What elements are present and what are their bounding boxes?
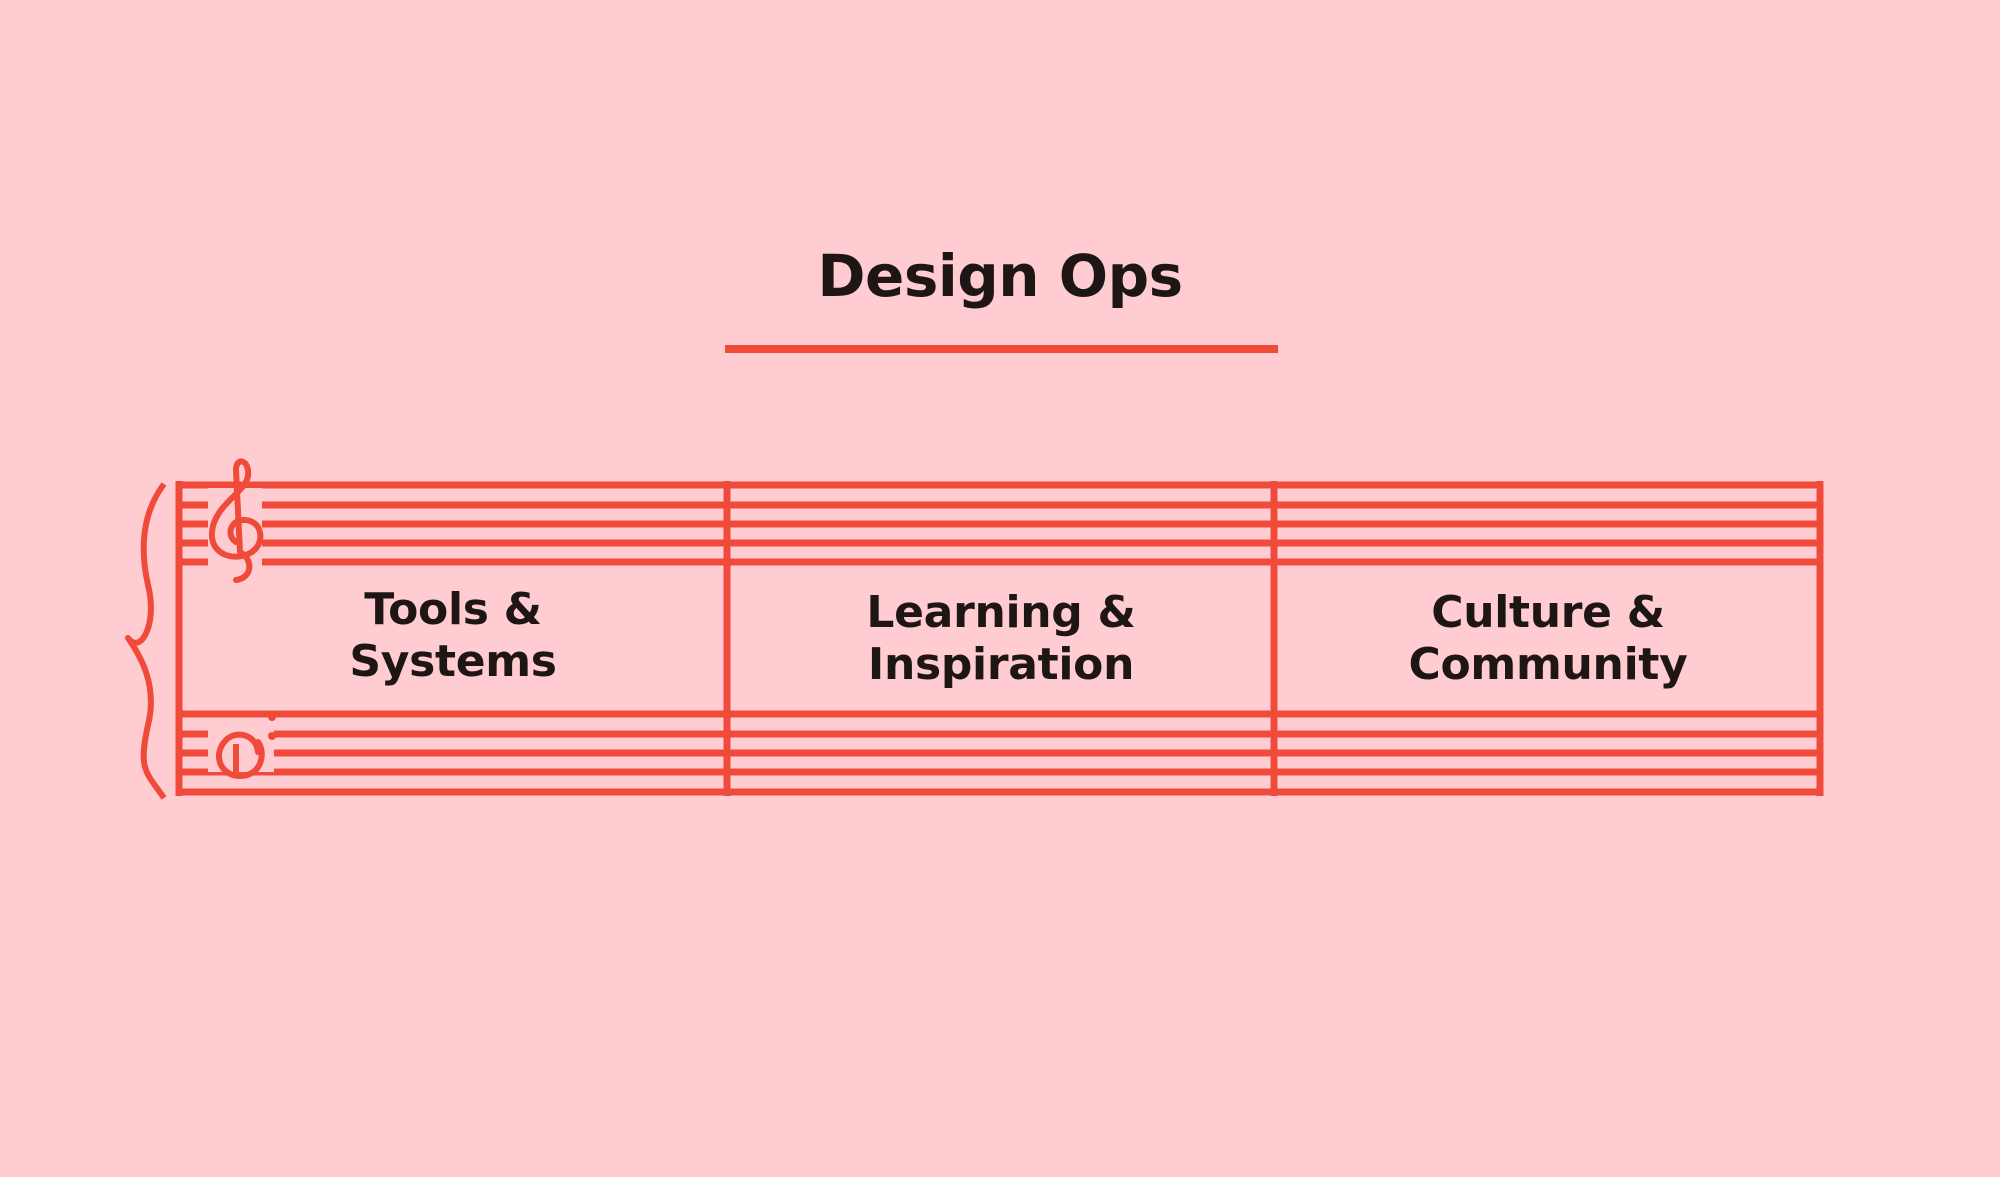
treble-clef-icon <box>208 458 264 584</box>
column-label-line2: Inspiration <box>867 639 1135 690</box>
column-label-line1: Tools & <box>364 584 542 635</box>
treble-staff <box>176 481 1822 566</box>
column-tools-systems: Tools & Systems <box>179 584 727 688</box>
bass-staff <box>176 710 1822 796</box>
column-label-line2: Systems <box>349 636 557 687</box>
title-underline <box>725 345 1278 353</box>
column-culture-community: Culture & Community <box>1274 587 1822 691</box>
bar-lines <box>175 481 1824 796</box>
column-label-line2: Community <box>1408 639 1688 690</box>
bass-clef-icon <box>208 713 276 779</box>
column-label-line1: Culture & <box>1431 587 1665 638</box>
column-label-line1: Learning & <box>866 587 1136 638</box>
column-learning-inspiration: Learning & Inspiration <box>727 587 1275 691</box>
curly-brace-icon <box>125 482 167 800</box>
page-title: Design Ops <box>817 242 1183 310</box>
